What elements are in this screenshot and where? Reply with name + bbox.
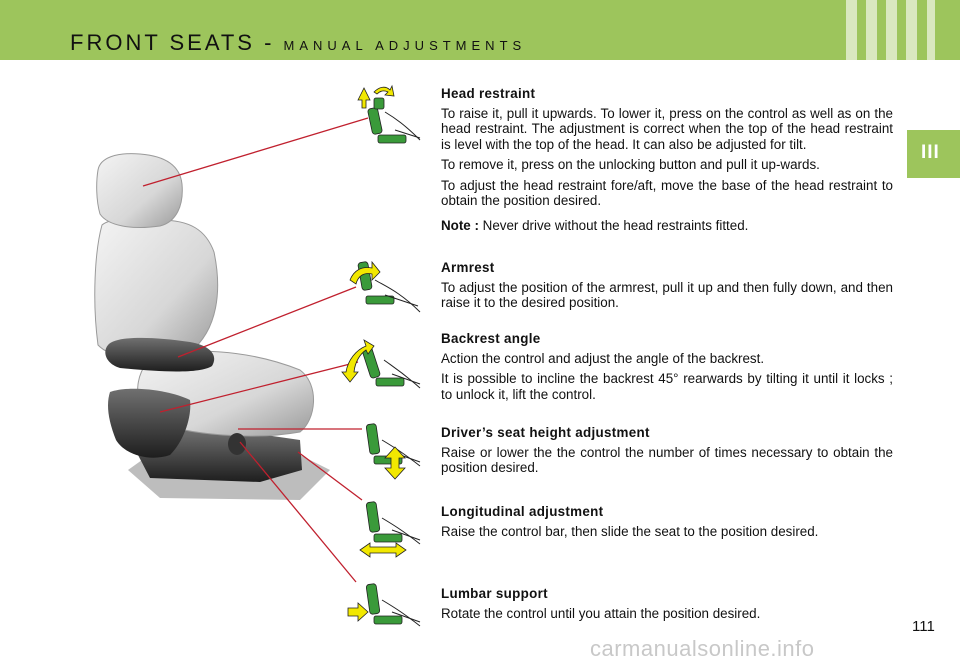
watermark: carmanualsonline.info — [590, 636, 815, 661]
head-restraint-p2: To remove it, press on the unlocking but… — [441, 157, 820, 172]
section-lumbar: Lumbar support Rotate the control until … — [441, 586, 893, 626]
head-restraint-heading: Head restraint — [441, 86, 536, 101]
seat-height-icon — [365, 423, 421, 480]
section-longitudinal: Longitudinal adjustment Raise the contro… — [441, 504, 893, 544]
armrest-p1: To adjust the position of the armrest, p… — [441, 279, 893, 311]
seat-armrest — [105, 337, 215, 372]
section-backrest: Backrest angle Action the control and ad… — [441, 331, 893, 407]
section-armrest: Armrest To adjust the position of the ar… — [441, 260, 893, 316]
section-height: Driver’s seat height adjustment Raise or… — [441, 425, 893, 481]
seat-backrest — [94, 218, 219, 359]
page-title: FRONT SEATS - MANUAL ADJUSTMENTS — [70, 30, 526, 56]
lumbar-support-icon — [347, 583, 421, 627]
header-stripe — [866, 0, 877, 60]
seat-side-controls — [108, 388, 246, 458]
armrest-heading: Armrest — [441, 260, 495, 275]
armrest-icon — [349, 260, 421, 313]
height-heading: Driver’s seat height adjustment — [441, 425, 650, 440]
lumbar-p1: Rotate the control until you attain the … — [441, 605, 761, 621]
height-p1: Raise or lower the the control the numbe… — [441, 444, 893, 476]
seat-head-restraint — [96, 153, 183, 228]
longitudinal-heading: Longitudinal adjustment — [441, 504, 604, 519]
longitudinal-p1: Raise the control bar, then slide the se… — [441, 523, 819, 539]
header-stripe — [886, 0, 897, 60]
chapter-label: III — [921, 142, 940, 163]
note-label: Note : — [441, 217, 479, 233]
longitudinal-icon — [359, 501, 421, 558]
backrest-p1: Action the control and adjust the angle … — [441, 350, 765, 366]
section-head-restraint: Head restraint To raise it, pull it upwa… — [441, 86, 893, 238]
header-stripe — [846, 0, 857, 60]
page-number: 111 — [912, 618, 935, 635]
head-restraint-p1: To raise it, pull it upwards. To lower i… — [441, 105, 893, 152]
lumbar-heading: Lumbar support — [441, 586, 548, 601]
page-subtitle: MANUAL ADJUSTMENTS — [283, 38, 527, 53]
page-header: FRONT SEATS - MANUAL ADJUSTMENTS — [0, 0, 960, 60]
head-restraint-p3: To adjust the head restraint fore/aft, m… — [441, 177, 893, 209]
backrest-p2: It is possible to incline the backrest 4… — [441, 371, 893, 402]
chapter-tab: III — [907, 130, 960, 178]
header-stripe — [906, 0, 917, 60]
note-text: Never drive without the head restraints … — [478, 217, 749, 233]
header-stripe — [927, 0, 935, 60]
head-restraint-icon — [357, 84, 421, 144]
page-title-main: FRONT SEATS - — [70, 30, 284, 55]
backrest-heading: Backrest angle — [441, 331, 541, 346]
leader-lines — [142, 117, 369, 583]
head-restraint-note: Note : Never drive without the head rest… — [441, 218, 893, 234]
backrest-angle-icon — [341, 339, 421, 389]
